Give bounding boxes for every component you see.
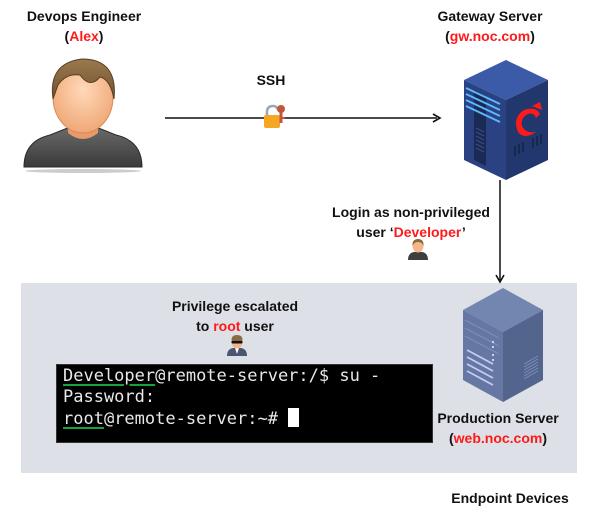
terminal-user-developer: Developer bbox=[63, 366, 156, 386]
terminal-window[interactable]: Developer@remote-server:/$ su - Password… bbox=[56, 364, 433, 443]
production-host: web.noc.com bbox=[453, 430, 543, 446]
paren-close: ) bbox=[530, 28, 535, 44]
login-connection-arrow bbox=[494, 180, 506, 284]
escalation-line1: Privilege escalated bbox=[171, 298, 299, 314]
terminal-line-3: root@remote-server:~# bbox=[63, 408, 432, 430]
engineer-title: Devops Engineer bbox=[26, 8, 142, 24]
endpoint-devices-label: Endpoint Devices bbox=[451, 490, 569, 506]
terminal-cursor bbox=[288, 408, 300, 427]
terminal-user-root: root bbox=[63, 409, 104, 429]
terminal-line-1: Developer@remote-server:/$ su - bbox=[63, 366, 432, 387]
gateway-server-icon bbox=[462, 58, 550, 182]
login-prefix: user ‘ bbox=[356, 224, 394, 240]
paren-open: ( bbox=[448, 430, 454, 446]
engineer-name-line: (Alex) bbox=[0, 26, 168, 46]
gateway-title: Gateway Server bbox=[437, 8, 543, 24]
terminal-command: @remote-server:/$ su - bbox=[155, 366, 381, 386]
ssh-label: SSH bbox=[256, 72, 286, 88]
engineer-label: Devops Engineer (Alex) bbox=[0, 6, 168, 46]
engineer-avatar-icon bbox=[20, 55, 146, 173]
production-title: Production Server bbox=[437, 410, 559, 426]
escalation-line2: to root user bbox=[150, 316, 320, 336]
login-line1: Login as non-privileged bbox=[332, 204, 490, 220]
login-line2: user ‘Developer’ bbox=[318, 222, 504, 242]
paren-open: ( bbox=[445, 28, 450, 44]
escalation-prefix: to bbox=[196, 318, 214, 334]
gateway-host: gw.noc.com bbox=[449, 28, 531, 44]
lock-key-icon bbox=[262, 104, 288, 130]
terminal-password-prompt: Password: bbox=[63, 387, 156, 407]
login-suffix: ’ bbox=[461, 224, 466, 240]
gateway-host-line: (gw.noc.com) bbox=[410, 26, 570, 46]
production-host-line: (web.noc.com) bbox=[428, 428, 568, 448]
login-annotation: Login as non-privileged user ‘Developer’ bbox=[318, 202, 504, 242]
paren-close: ) bbox=[98, 28, 104, 44]
escalation-user: root bbox=[213, 318, 241, 334]
spy-agent-icon bbox=[225, 334, 249, 356]
login-user: Developer bbox=[393, 224, 462, 240]
paren-close: ) bbox=[542, 430, 548, 446]
developer-user-icon bbox=[407, 238, 429, 260]
paren-open: ( bbox=[64, 28, 70, 44]
production-server-icon bbox=[462, 286, 544, 404]
escalation-suffix: user bbox=[240, 318, 274, 334]
terminal-line-2: Password: bbox=[63, 387, 432, 408]
ssh-connection-arrow bbox=[165, 113, 443, 123]
gateway-label: Gateway Server (gw.noc.com) bbox=[410, 6, 570, 46]
production-label: Production Server (web.noc.com) bbox=[428, 408, 568, 448]
escalation-annotation: Privilege escalated to root user bbox=[150, 296, 320, 336]
engineer-name: Alex bbox=[69, 28, 99, 44]
terminal-root-prompt: @remote-server:~# bbox=[103, 409, 289, 429]
